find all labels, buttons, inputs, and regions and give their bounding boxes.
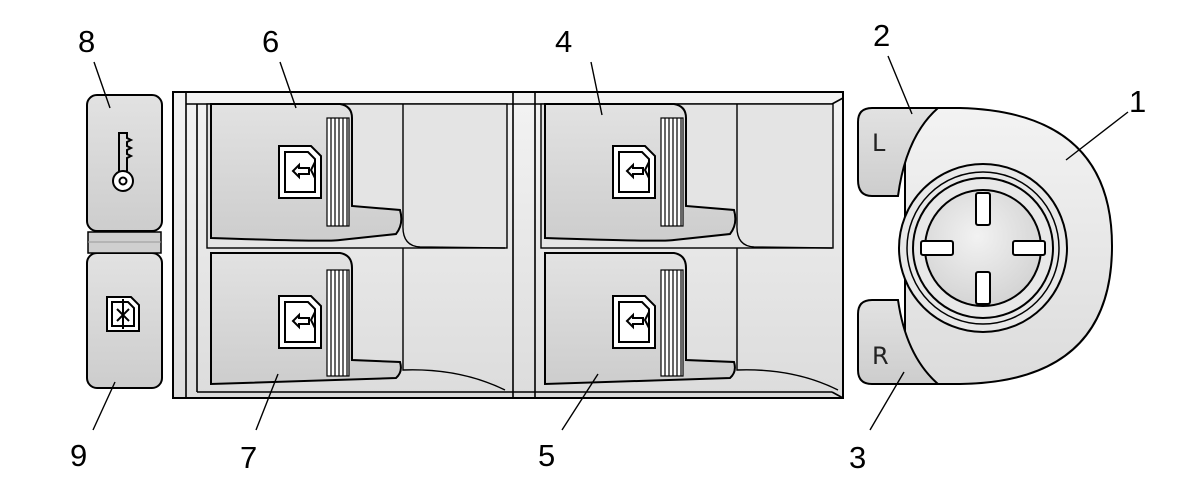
callout-labels: 1 2 3 4 5 6 7 8 9 [70, 18, 1146, 475]
callout-6: 6 [262, 24, 279, 59]
window-lockout-icon [106, 296, 140, 332]
window-up-down-icon [612, 295, 656, 349]
callout-1: 1 [1129, 84, 1146, 119]
mirror-select-right-button[interactable] [857, 299, 941, 385]
mirror-left-label: L [872, 129, 886, 157]
four-way-arrow-icon [920, 192, 1046, 305]
callout-3: 3 [849, 440, 866, 475]
window-switch-rear-pair [540, 103, 839, 391]
switch-grip-ridges [326, 117, 350, 377]
mirror-right-label: R [872, 342, 889, 370]
mirror-control: L R [857, 107, 1114, 385]
callout-5: 5 [538, 438, 555, 473]
key-icon [112, 132, 134, 192]
window-switch-front-left-pair [206, 103, 508, 391]
callout-7: 7 [240, 440, 257, 475]
callout-4: 4 [555, 24, 572, 59]
switch-grip-ridges [660, 117, 684, 377]
window-up-down-icon [612, 145, 656, 199]
callout-2: 2 [873, 18, 890, 53]
window-up-down-icon [278, 295, 322, 349]
mirror-select-left-button[interactable] [857, 107, 941, 197]
window-up-down-icon [278, 145, 322, 199]
callout-8: 8 [78, 24, 95, 59]
door-lock-button[interactable] [86, 94, 163, 232]
callout-leader-lines [92, 55, 1129, 431]
window-switch-housing [172, 91, 844, 399]
callout-9: 9 [70, 438, 87, 473]
lock-button-column [86, 94, 163, 389]
